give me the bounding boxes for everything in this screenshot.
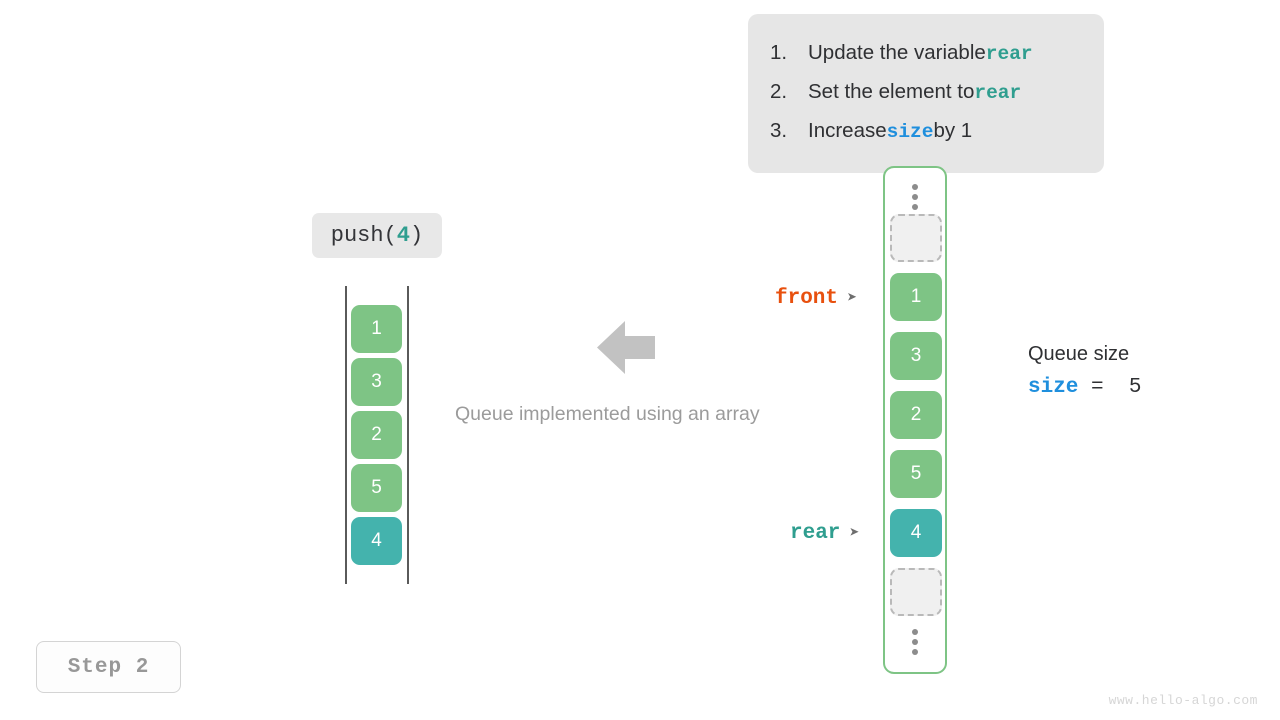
dot bbox=[912, 629, 918, 635]
dot bbox=[912, 184, 918, 190]
instruction-number: 3. bbox=[770, 119, 788, 142]
dot bbox=[912, 639, 918, 645]
array-cell-highlighted: 4 bbox=[351, 517, 402, 565]
instruction-text-post: by 1 bbox=[933, 119, 973, 142]
diagram-caption: Queue implemented using an array bbox=[455, 403, 760, 425]
instruction-item: 1. Update the variable rear bbox=[770, 34, 1078, 73]
memory-cell-highlighted: 4 bbox=[890, 509, 942, 557]
rear-pointer-label: rear ➤ bbox=[790, 522, 860, 545]
queue-array-left: 1 3 2 5 4 bbox=[345, 286, 409, 584]
dot bbox=[912, 649, 918, 655]
step-badge: Step 2 bbox=[36, 641, 181, 693]
operation-name: push( bbox=[330, 223, 397, 248]
rear-pointer-text: rear bbox=[790, 522, 841, 545]
memory-cell: 1 bbox=[890, 273, 942, 321]
memory-cell: 5 bbox=[890, 450, 942, 498]
queue-size-info: Queue size size = 5 bbox=[1028, 343, 1141, 399]
array-cell: 5 bbox=[351, 464, 402, 512]
array-cell: 2 bbox=[351, 411, 402, 459]
array-rail-right bbox=[407, 286, 409, 584]
operation-label: push(4) bbox=[312, 213, 442, 258]
dot bbox=[912, 204, 918, 210]
memory-cell-empty bbox=[890, 568, 942, 616]
array-rail-left bbox=[345, 286, 347, 584]
memory-container: 1 3 2 5 4 bbox=[883, 166, 947, 674]
front-pointer-label: front ➤ bbox=[775, 287, 857, 310]
size-value: = 5 bbox=[1078, 376, 1142, 399]
queue-size-title: Queue size bbox=[1028, 343, 1130, 365]
watermark: www.hello-algo.com bbox=[1108, 693, 1258, 708]
instruction-text: Update the variable bbox=[808, 41, 986, 64]
vertical-ellipsis-icon bbox=[912, 184, 918, 210]
memory-cell-empty bbox=[890, 214, 942, 262]
size-variable: size bbox=[1028, 376, 1079, 399]
front-pointer-text: front bbox=[775, 287, 839, 310]
instruction-item: 2. Set the element to rear bbox=[770, 73, 1078, 112]
array-cell: 3 bbox=[351, 358, 402, 406]
array-cells: 1 3 2 5 4 bbox=[351, 305, 402, 570]
array-cell: 1 bbox=[351, 305, 402, 353]
left-arrow-icon bbox=[597, 321, 655, 374]
instruction-number: 2. bbox=[770, 80, 788, 103]
instruction-number: 1. bbox=[770, 41, 788, 64]
vertical-ellipsis-icon bbox=[912, 629, 918, 655]
dot bbox=[912, 194, 918, 200]
instruction-item: 3. Increase size by 1 bbox=[770, 112, 1078, 151]
instruction-panel: 1. Update the variable rear 2. Set the e… bbox=[748, 14, 1104, 173]
keyword-rear: rear bbox=[974, 82, 1022, 104]
pointer-arrow-icon: ➤ bbox=[847, 290, 858, 309]
keyword-rear: rear bbox=[985, 43, 1033, 65]
memory-cell: 2 bbox=[890, 391, 942, 439]
memory-cells: 1 3 2 5 4 bbox=[890, 214, 942, 627]
operation-argument: 4 bbox=[396, 223, 410, 248]
keyword-size: size bbox=[886, 121, 934, 143]
operation-close-paren: ) bbox=[410, 223, 424, 248]
instruction-text: Set the element to bbox=[808, 80, 975, 103]
memory-cell: 3 bbox=[890, 332, 942, 380]
pointer-arrow-icon: ➤ bbox=[849, 525, 860, 544]
queue-size-expression: size = 5 bbox=[1028, 376, 1141, 399]
instruction-text: Increase bbox=[808, 119, 887, 142]
